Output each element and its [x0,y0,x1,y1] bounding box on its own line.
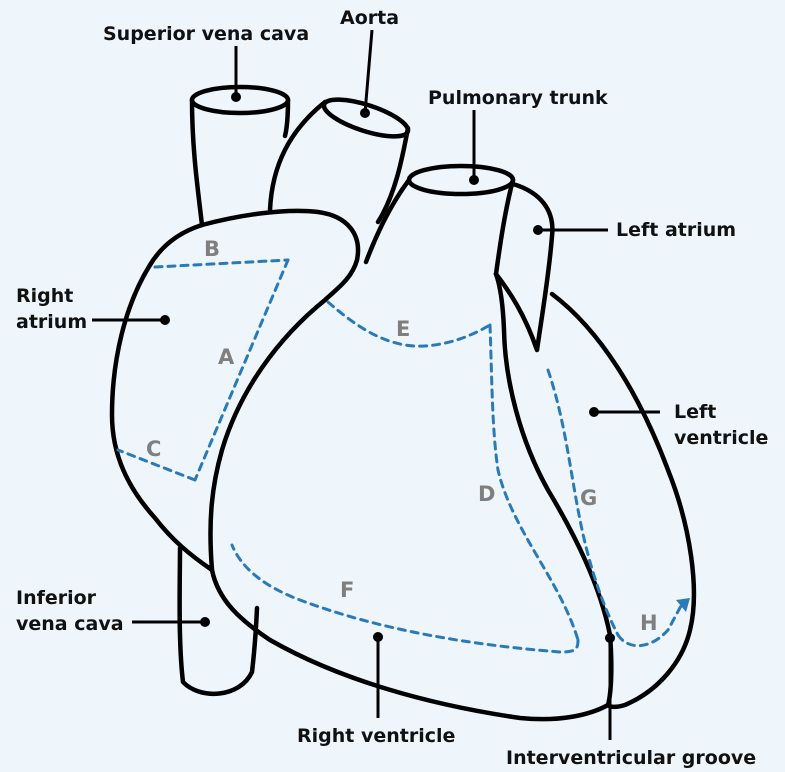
dot-aorta [360,108,370,118]
right-atrium-outline [112,211,358,570]
pulmonary-trunk-right-wall [496,180,513,274]
path-letter-g: G [580,486,597,510]
path-letter-h: H [640,611,658,635]
left-ventricle-outline [552,294,694,707]
label-left-ventricle-line1: Left [674,401,716,423]
path-letter-b: B [204,237,220,261]
path-letter-a: A [218,345,235,369]
path-letter-e: E [396,317,410,341]
pulmonary-trunk-left-wall [366,180,409,262]
superior-vena-cava-left-wall [192,100,202,225]
dashed-path-a [195,260,288,480]
label-pulmonary-trunk: Pulmonary trunk [428,87,608,109]
label-right-atrium-line1: Right [16,285,73,307]
dot-superior-vena-cava [231,92,241,102]
label-inferior-vena-cava-line2: vena cava [16,613,124,635]
label-inferior-vena-cava-line1: Inferior [16,587,97,609]
pulmonary-trunk-opening [409,166,513,194]
label-right-ventricle: Right ventricle [297,725,455,747]
leader-aorta [365,30,372,113]
dot-right-ventricle [373,632,383,642]
label-left-ventricle-line2: ventricle [674,427,768,449]
right-ventricle-outline [212,274,611,719]
dot-interventricular-groove [605,633,615,643]
dot-pulmonary-trunk [469,175,479,185]
dashed-path-f [232,545,578,652]
dashed-path-d [490,325,578,640]
aorta-left-wall [270,102,325,210]
path-letter-f: F [340,578,354,602]
label-left-atrium: Left atrium [616,219,736,241]
label-right-atrium-line2: atrium [16,311,87,333]
dot-left-ventricle [589,407,599,417]
path-letter-c: C [146,437,161,461]
dot-right-atrium [160,315,170,325]
dot-left-atrium [533,225,543,235]
path-letter-d: D [478,482,495,506]
dot-inferior-vena-cava [200,617,210,627]
dashed-path-b [155,260,288,267]
label-interventricular-groove: Interventricular groove [506,747,756,769]
label-superior-vena-cava: Superior vena cava [103,23,309,45]
label-aorta: Aorta [340,7,399,29]
